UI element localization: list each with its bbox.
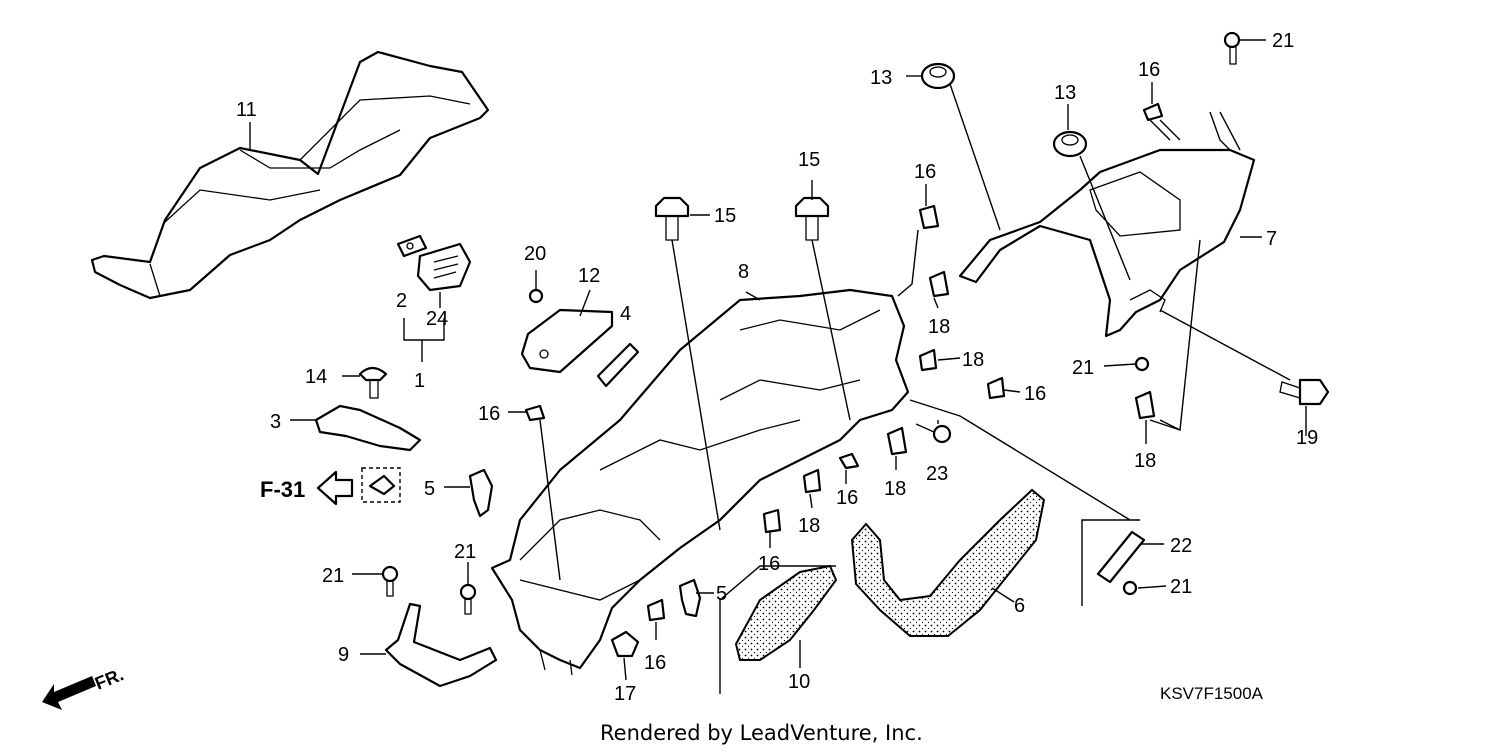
callout-17: 17 [614, 683, 636, 705]
callout-21e: 21 [1170, 576, 1192, 598]
part-5-clip-left [468, 468, 494, 518]
footer-credit: Rendered by LeadVenture, Inc. [600, 721, 923, 745]
part-5-clip-right [678, 578, 702, 618]
screws-21 [381, 31, 1241, 615]
callout-15b: 15 [798, 149, 820, 171]
callout-6: 6 [1014, 595, 1025, 617]
part-10-panel [734, 564, 838, 661]
part-22-strip [1096, 530, 1146, 584]
callout-20: 20 [524, 243, 546, 265]
callout-18e: 18 [1134, 450, 1156, 472]
callout-7: 7 [1266, 228, 1277, 250]
callout-15a: 15 [714, 205, 736, 227]
callout-16g: 16 [1138, 59, 1160, 81]
part-15-bolt-right [794, 196, 830, 241]
callout-18b: 18 [962, 349, 984, 371]
callout-16f: 16 [914, 161, 936, 183]
callout-23: 23 [926, 463, 948, 485]
callout-1: 1 [414, 370, 425, 392]
part-2-clip [396, 234, 428, 258]
callout-5b: 5 [716, 583, 727, 605]
callout-18a: 18 [928, 316, 950, 338]
callout-2: 2 [396, 290, 407, 312]
part-14-screw [358, 366, 388, 399]
callout-9: 9 [338, 644, 349, 666]
leader-lines [249, 39, 1307, 694]
callout-11: 11 [236, 99, 257, 121]
part-6-fender [850, 488, 1046, 637]
part-13-grommet-mid [1052, 130, 1088, 158]
front-direction-arrow [42, 676, 96, 710]
callout-24: 24 [426, 308, 448, 330]
drawing-code: KSV7F1500A [1160, 684, 1264, 703]
callout-16a: 16 [478, 403, 500, 425]
callout-12: 12 [578, 265, 600, 287]
clips-16-18 [524, 102, 1164, 622]
callout-21d: 21 [454, 541, 476, 563]
callout-16d: 16 [836, 487, 858, 509]
part-8-luggage-box [490, 288, 910, 676]
part-3-bracket [314, 404, 422, 503]
callout-22: 22 [1170, 535, 1192, 557]
callout-16c: 16 [644, 652, 666, 674]
callout-10: 10 [788, 671, 810, 693]
part-19-bolt [1279, 378, 1330, 406]
callout-13b: 13 [1054, 82, 1076, 104]
reference-arrow-f31 [316, 470, 354, 506]
reference-label-f31: F-31 [260, 477, 305, 502]
part-15-bolt-left [654, 196, 690, 241]
callout-13a: 13 [870, 67, 892, 89]
part-11-cover [90, 50, 490, 300]
part-17-nut [610, 630, 640, 658]
callout-5a: 5 [424, 478, 435, 500]
part-20-screw [528, 288, 544, 304]
callout-21c: 21 [322, 565, 344, 587]
callout-21b: 21 [1072, 357, 1094, 379]
callout-16b: 16 [1024, 383, 1046, 405]
front-label: FR. [92, 664, 126, 693]
callout-8: 8 [738, 261, 749, 283]
part-24-connector [416, 242, 472, 292]
callout-21a: 21 [1272, 30, 1294, 52]
callout-19: 19 [1296, 427, 1318, 449]
part-12-lid [520, 308, 614, 374]
callout-18d: 18 [798, 515, 820, 537]
part-4-strip [596, 342, 640, 388]
callout-4: 4 [620, 303, 631, 325]
callout-labels: 1 2 3 4 5 5 6 7 8 9 10 11 12 13 13 14 15… [92, 30, 1318, 745]
callout-16e: 16 [758, 553, 780, 575]
callout-18c: 18 [884, 478, 906, 500]
part-13-grommet-top [920, 62, 956, 90]
callout-14: 14 [305, 366, 327, 388]
part-9-bracket [384, 602, 498, 688]
part-7-rear-cover [958, 148, 1256, 338]
callout-3: 3 [270, 411, 281, 433]
part-23-bolt [915, 423, 952, 444]
